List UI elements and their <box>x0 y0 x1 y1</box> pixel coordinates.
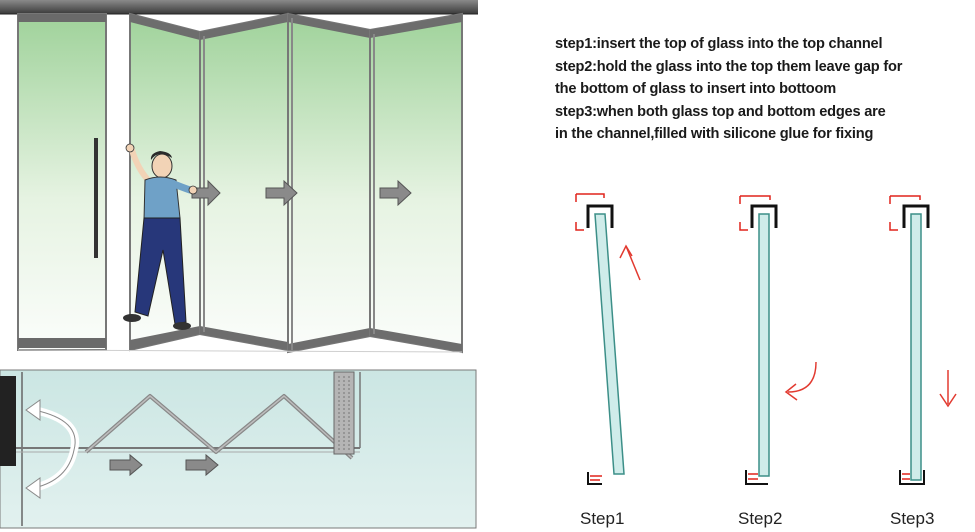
folding-panel-3 <box>287 12 371 354</box>
top-channel <box>889 195 930 231</box>
folding-panel-2 <box>199 12 289 352</box>
step3-diagram <box>889 195 957 485</box>
stacked-panel <box>333 371 355 455</box>
folding-door-illustration <box>0 0 478 354</box>
installation-instructions: step1:insert the top of glass into the t… <box>555 33 965 146</box>
person-illustration <box>123 143 198 330</box>
top-channel <box>575 193 614 231</box>
step1-diagram <box>575 193 641 485</box>
plan-arrow-icon <box>185 453 219 477</box>
down-arrow-icon <box>939 370 957 408</box>
door-handle <box>94 138 98 258</box>
step1-label: Step1 <box>580 509 625 528</box>
instruction-line: step1:insert the top of glass into the t… <box>555 36 883 52</box>
ceiling-rail <box>0 0 478 14</box>
curved-push-arrow-icon <box>784 361 817 401</box>
plan-arrow-icon <box>109 453 143 477</box>
instruction-line: the bottom of glass to insert into botto… <box>555 81 837 98</box>
bottom-channel <box>745 470 768 485</box>
folding-panel-4 <box>369 12 463 354</box>
slide-arrow-icon <box>191 179 221 207</box>
step2-label: Step2 <box>738 509 783 528</box>
glass-pane <box>594 213 625 475</box>
plan-view <box>0 369 477 529</box>
swing-arc-icon <box>25 399 80 499</box>
step3-label: Step3 <box>890 509 935 528</box>
bottom-channel <box>899 470 925 485</box>
step2-diagram <box>739 195 817 485</box>
wall-block <box>0 376 16 466</box>
instruction-line: in the channel,filled with silicone glue… <box>555 126 874 143</box>
instruction-line: step2:hold the glass into the top them l… <box>555 58 903 75</box>
folded-panels-zigzag <box>84 394 354 460</box>
slide-arrow-icon <box>265 179 298 207</box>
glass-pane <box>910 213 922 481</box>
fixed-glass-panel <box>17 13 107 351</box>
glass-pane <box>758 213 770 477</box>
top-channel <box>739 195 778 231</box>
insert-up-arrow-icon <box>619 244 641 281</box>
instruction-line: step3:when both glass top and bottom edg… <box>555 103 886 120</box>
bottom-channel <box>587 472 602 485</box>
slide-arrow-icon <box>379 179 412 207</box>
